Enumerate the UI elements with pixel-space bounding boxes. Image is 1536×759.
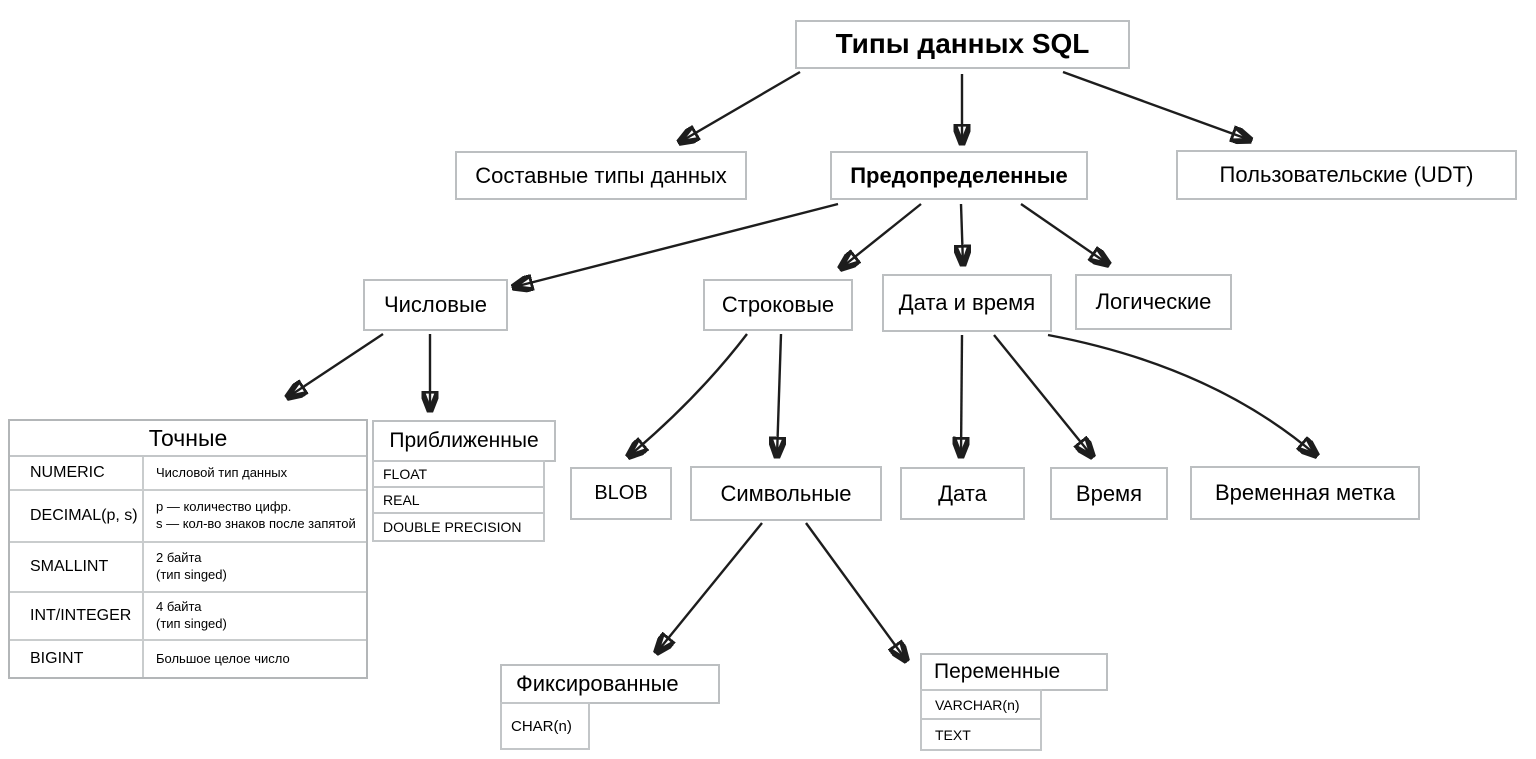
node-predefined: Предопределенные (830, 151, 1088, 200)
node-timestamp: Временная метка (1190, 466, 1420, 520)
node-date-label: Дата (938, 480, 987, 506)
node-time-label: Время (1075, 480, 1143, 506)
table-row: SMALLINT 2 байта (тип singed) (10, 543, 366, 593)
node-datetime-label: Дата и время (898, 290, 1036, 316)
fixed-item: CHAR(n) (500, 702, 590, 750)
node-string-label: Строковые (721, 292, 835, 318)
arrow-datetime-timestamp (1047, 333, 1316, 455)
arrow-string-symbolic (777, 333, 781, 456)
table-row: INT/INTEGER 4 байта (тип singed) (10, 593, 366, 641)
table-row: DECIMAL(p, s) p — количество цифр. s — к… (10, 491, 366, 543)
desc-cell: Числовой тип данных (156, 464, 288, 480)
node-numeric-label: Числовые (383, 292, 487, 318)
variable-title-box: Переменные (920, 653, 1108, 691)
node-composite: Составные типы данных (455, 151, 747, 200)
arrow-datetime-time (993, 334, 1092, 456)
approximate-item: DOUBLE PRECISION (372, 512, 545, 542)
variable-title-label: Переменные (934, 659, 1061, 683)
arrow-string-blob (629, 333, 748, 456)
arrow-datetime-date (961, 334, 962, 456)
fixed-title-label: Фиксированные (516, 671, 679, 697)
node-time: Время (1050, 467, 1168, 520)
type-cell: NUMERIC (10, 457, 144, 489)
arrow-root-udt (1062, 70, 1250, 140)
arrow-predefined-numeric (514, 202, 839, 287)
node-numeric: Числовые (363, 279, 508, 331)
arrow-predefined-logical (1020, 203, 1108, 264)
desc-cell: 2 байта (тип singed) (156, 550, 227, 582)
node-root: Типы данных SQL (795, 20, 1130, 69)
node-timestamp-label: Временная метка (1214, 480, 1396, 506)
arrow-root-composite (680, 70, 801, 142)
exact-types-title: Точные (10, 421, 366, 457)
arrow-numeric-exact (288, 332, 384, 397)
variable-item: TEXT (920, 718, 1042, 751)
approximate-item: REAL (372, 486, 545, 514)
table-row: BIGINT Большое целое число (10, 641, 366, 677)
approximate-item: FLOAT (372, 460, 545, 488)
desc-cell: 4 байта (тип singed) (156, 599, 227, 631)
node-udt: Пользовательские (UDT) (1176, 150, 1517, 200)
arrow-predefined-string (841, 203, 922, 268)
arrow-symbolic-variable (805, 522, 906, 660)
node-symbolic-label: Символьные (720, 480, 852, 506)
node-blob-label: BLOB (594, 482, 648, 504)
node-string: Строковые (703, 279, 853, 331)
type-cell: SMALLINT (10, 543, 144, 591)
node-root-label: Типы данных SQL (835, 28, 1090, 60)
exact-types-table: Точные NUMERIC Числовой тип данных DECIM… (8, 419, 368, 679)
node-blob: BLOB (570, 467, 672, 520)
node-predefined-label: Предопределенные (850, 162, 1068, 188)
type-cell: BIGINT (10, 641, 144, 677)
exact-types-title-label: Точные (148, 424, 228, 451)
desc-cell: p — количество цифр. s — кол-во знаков п… (156, 499, 356, 531)
desc-cell: Большое целое число (156, 650, 290, 666)
node-composite-label: Составные типы данных (475, 162, 727, 188)
node-logical: Логические (1075, 274, 1232, 330)
node-datetime: Дата и время (882, 274, 1052, 332)
type-cell: DECIMAL(p, s) (10, 491, 144, 541)
table-row: NUMERIC Числовой тип данных (10, 457, 366, 491)
approximate-title-label: Приближенные (389, 428, 539, 452)
arrow-predefined-datetime (961, 203, 963, 264)
node-logical-label: Логические (1095, 289, 1212, 315)
fixed-title-box: Фиксированные (500, 664, 720, 704)
arrow-symbolic-fixed (657, 522, 763, 652)
node-date: Дата (900, 467, 1025, 520)
approximate-title-box: Приближенные (372, 420, 556, 462)
variable-item: VARCHAR(n) (920, 689, 1042, 720)
node-symbolic: Символьные (690, 466, 882, 521)
node-udt-label: Пользовательские (UDT) (1219, 162, 1474, 188)
type-cell: INT/INTEGER (10, 593, 144, 639)
